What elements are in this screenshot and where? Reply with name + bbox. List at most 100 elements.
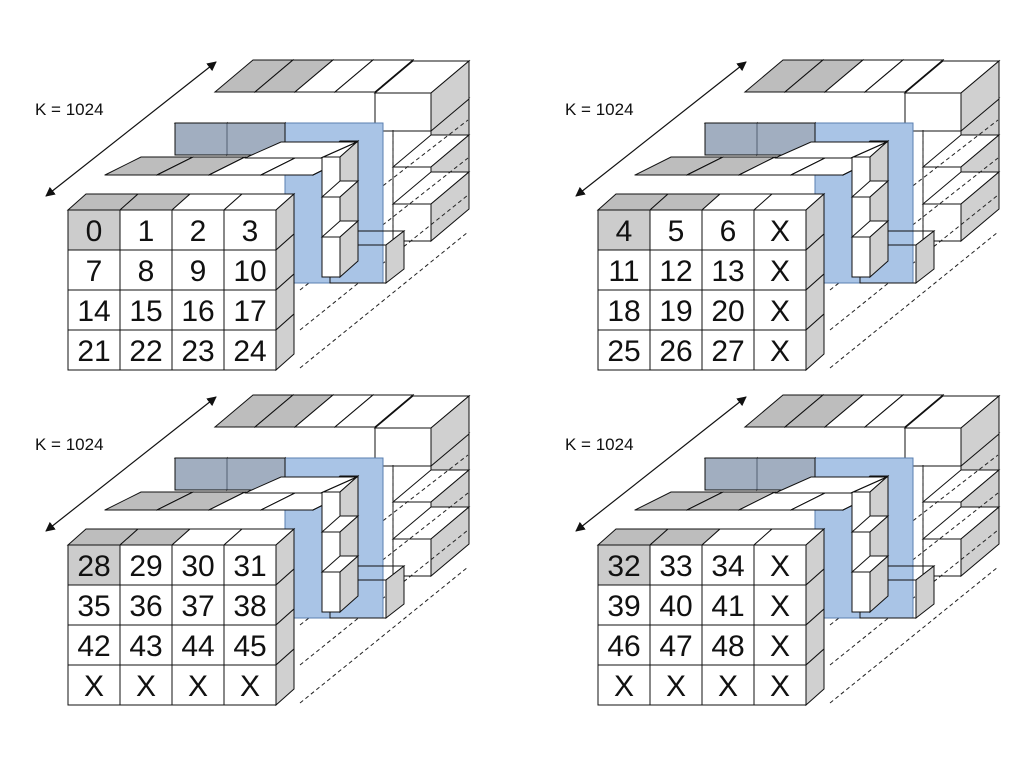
middle-top-cube bbox=[774, 476, 888, 494]
box-front-face bbox=[904, 92, 962, 132]
k-axis-arrow bbox=[575, 396, 747, 532]
back-top-cube bbox=[333, 393, 415, 429]
tile-cell bbox=[67, 209, 121, 251]
box-side-face bbox=[915, 229, 935, 285]
dashed-guide bbox=[829, 231, 999, 369]
tile-cell bbox=[171, 249, 225, 291]
tile-index-label: 14 bbox=[77, 295, 110, 328]
tile-index-label: 28 bbox=[77, 550, 110, 583]
tile-index-label: 18 bbox=[607, 295, 640, 328]
k-axis-arrow bbox=[575, 61, 747, 197]
back-top-cube bbox=[333, 58, 415, 94]
tile-index-label: 29 bbox=[129, 550, 162, 583]
tile-index-label: X bbox=[136, 670, 156, 703]
tile-index-label: 25 bbox=[607, 335, 640, 368]
tile-cell bbox=[67, 584, 121, 626]
box-front-face bbox=[904, 427, 962, 467]
middle-side-cube bbox=[850, 219, 890, 279]
tile-index-label: 15 bbox=[129, 295, 162, 328]
tile-cell bbox=[597, 329, 651, 371]
tile-cell bbox=[753, 584, 807, 626]
box-front-face bbox=[851, 236, 871, 278]
tile-cell bbox=[701, 209, 755, 251]
tile-cell bbox=[753, 664, 807, 706]
back-top-cube bbox=[863, 393, 945, 429]
tile-cell bbox=[67, 289, 121, 331]
k-axis-arrow bbox=[45, 396, 217, 532]
middle-tensor-block bbox=[104, 474, 360, 614]
tile-index-label: 9 bbox=[190, 255, 207, 288]
tile-cell bbox=[67, 329, 121, 371]
tile-index-label: 21 bbox=[77, 335, 110, 368]
tile-index-label: 33 bbox=[659, 550, 692, 583]
tile-index-label: 27 bbox=[711, 335, 744, 368]
tile-index-label: 11 bbox=[608, 255, 639, 288]
tile-index-label: X bbox=[770, 335, 790, 368]
tile-index-label: 24 bbox=[233, 335, 266, 368]
tile-index-label: 34 bbox=[711, 550, 744, 583]
back-tensor-block bbox=[213, 393, 471, 578]
tile-index-label: X bbox=[770, 550, 790, 583]
tile-index-label: 4 bbox=[616, 215, 633, 248]
tile-index-label: X bbox=[614, 670, 634, 703]
middle-top-cube bbox=[244, 476, 358, 494]
dashed-guide bbox=[299, 231, 469, 369]
tile-cell bbox=[171, 664, 225, 706]
tile-cell bbox=[753, 544, 807, 586]
box-side-face bbox=[385, 564, 405, 620]
tile-index-label: 48 bbox=[711, 630, 744, 663]
tile-index-label: 20 bbox=[711, 295, 744, 328]
back-column-cube bbox=[391, 170, 471, 243]
dashed-guide bbox=[829, 194, 999, 331]
back-corner-cube bbox=[903, 59, 1001, 133]
tile-index-label: 37 bbox=[181, 590, 214, 623]
tile-cell bbox=[597, 249, 651, 291]
tile-index-label: X bbox=[84, 670, 104, 703]
tile-index-label: 8 bbox=[138, 255, 155, 288]
middle-tensor-block bbox=[634, 474, 890, 614]
tile-cell bbox=[171, 289, 225, 331]
tile-cell bbox=[597, 664, 651, 706]
tile-cell bbox=[119, 209, 173, 251]
tile-index-label: 13 bbox=[711, 255, 744, 288]
middle-side-cube bbox=[320, 219, 360, 279]
box-front-face bbox=[374, 427, 432, 467]
tile-index-label: 46 bbox=[607, 630, 640, 663]
back-corner-cube bbox=[373, 59, 471, 133]
tile-index-label: 23 bbox=[181, 335, 214, 368]
dashed-guide bbox=[299, 566, 469, 704]
tile-cell bbox=[701, 584, 755, 626]
tile-index-label: 17 bbox=[233, 295, 266, 328]
tile-cell bbox=[67, 544, 121, 586]
tile-cell bbox=[119, 249, 173, 291]
tile-cell bbox=[223, 249, 277, 291]
tile-index-label: 36 bbox=[129, 590, 162, 623]
dashed-guide bbox=[299, 529, 469, 666]
k-dimension-label: K = 1024 bbox=[565, 435, 634, 454]
tile-cell bbox=[119, 289, 173, 331]
tile-cell bbox=[597, 289, 651, 331]
middle-top-cube bbox=[244, 141, 358, 159]
tile-index-label: 6 bbox=[720, 215, 737, 248]
tile-cell bbox=[649, 329, 703, 371]
tile-index-label: 2 bbox=[190, 215, 207, 248]
box-front-face bbox=[321, 571, 341, 613]
box-side-face bbox=[385, 229, 405, 285]
tile-cell bbox=[753, 249, 807, 291]
tile-index-label: X bbox=[770, 590, 790, 623]
tile-cell bbox=[701, 329, 755, 371]
tile-cell bbox=[223, 664, 277, 706]
tile-index-label: 42 bbox=[77, 630, 110, 663]
tile-index-label: 10 bbox=[233, 255, 266, 288]
tile-index-label: 30 bbox=[181, 550, 214, 583]
tile-index-label: 40 bbox=[659, 590, 692, 623]
tile-cell bbox=[171, 329, 225, 371]
tile-index-label: 41 bbox=[711, 590, 744, 623]
tile-index-label: 5 bbox=[668, 215, 685, 248]
tile-index-label: 32 bbox=[607, 550, 640, 583]
